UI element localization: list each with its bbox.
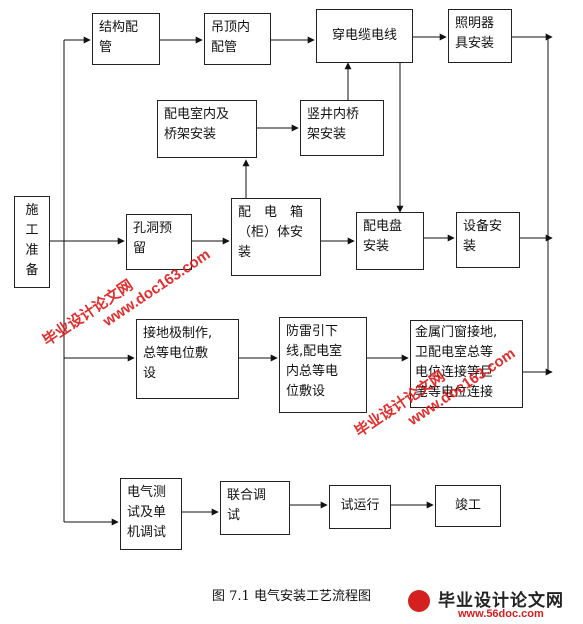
node-joint-debug: 联合调 试 xyxy=(220,481,290,535)
brand-logo-icon xyxy=(408,590,430,612)
node-grounding: 接地极制作, 总等电位敷 设 xyxy=(136,319,239,399)
brand-name: 毕业设计论文网 xyxy=(438,591,564,611)
node-ceiling-pipe: 吊顶内 配管 xyxy=(204,13,271,65)
node-test-single: 电气测 试及单 机调试 xyxy=(120,478,182,550)
node-equipment-install: 设备安 装 xyxy=(456,212,520,268)
node-lightning: 防雷引下 线,配电室 内总等电 位敷设 xyxy=(279,317,367,413)
node-distribution-box: 配 电 箱 （柜）体安 装 xyxy=(231,198,321,276)
brand-url: www.56doc.com xyxy=(458,608,544,620)
node-completion: 竣工 xyxy=(435,485,501,527)
node-lighting-install: 照明器 具安装 xyxy=(448,9,512,63)
node-prep: 施 工 准 备 xyxy=(14,196,50,288)
node-panel-install: 配电盘 安装 xyxy=(356,212,424,270)
node-cable-pulling: 穿电缆电线 xyxy=(316,9,413,63)
site-brand: 毕业设计论文网 www.56doc.com xyxy=(402,586,580,622)
node-shaft-tray: 竖井内桥 架安装 xyxy=(300,100,384,156)
node-metal-door: 金属门窗接地, 卫配电室总等 电位连接等巨 笔等电位连接 xyxy=(410,320,523,408)
node-hole-reserve: 孔洞预 留 xyxy=(126,214,192,270)
node-structure-pipe: 结构配 管 xyxy=(92,13,160,65)
node-trial-run: 试运行 xyxy=(329,485,391,529)
node-room-tray: 配电室内及 桥架安装 xyxy=(157,100,257,158)
figure-caption: 图 7.1 电气安装工艺流程图 xyxy=(212,589,371,604)
